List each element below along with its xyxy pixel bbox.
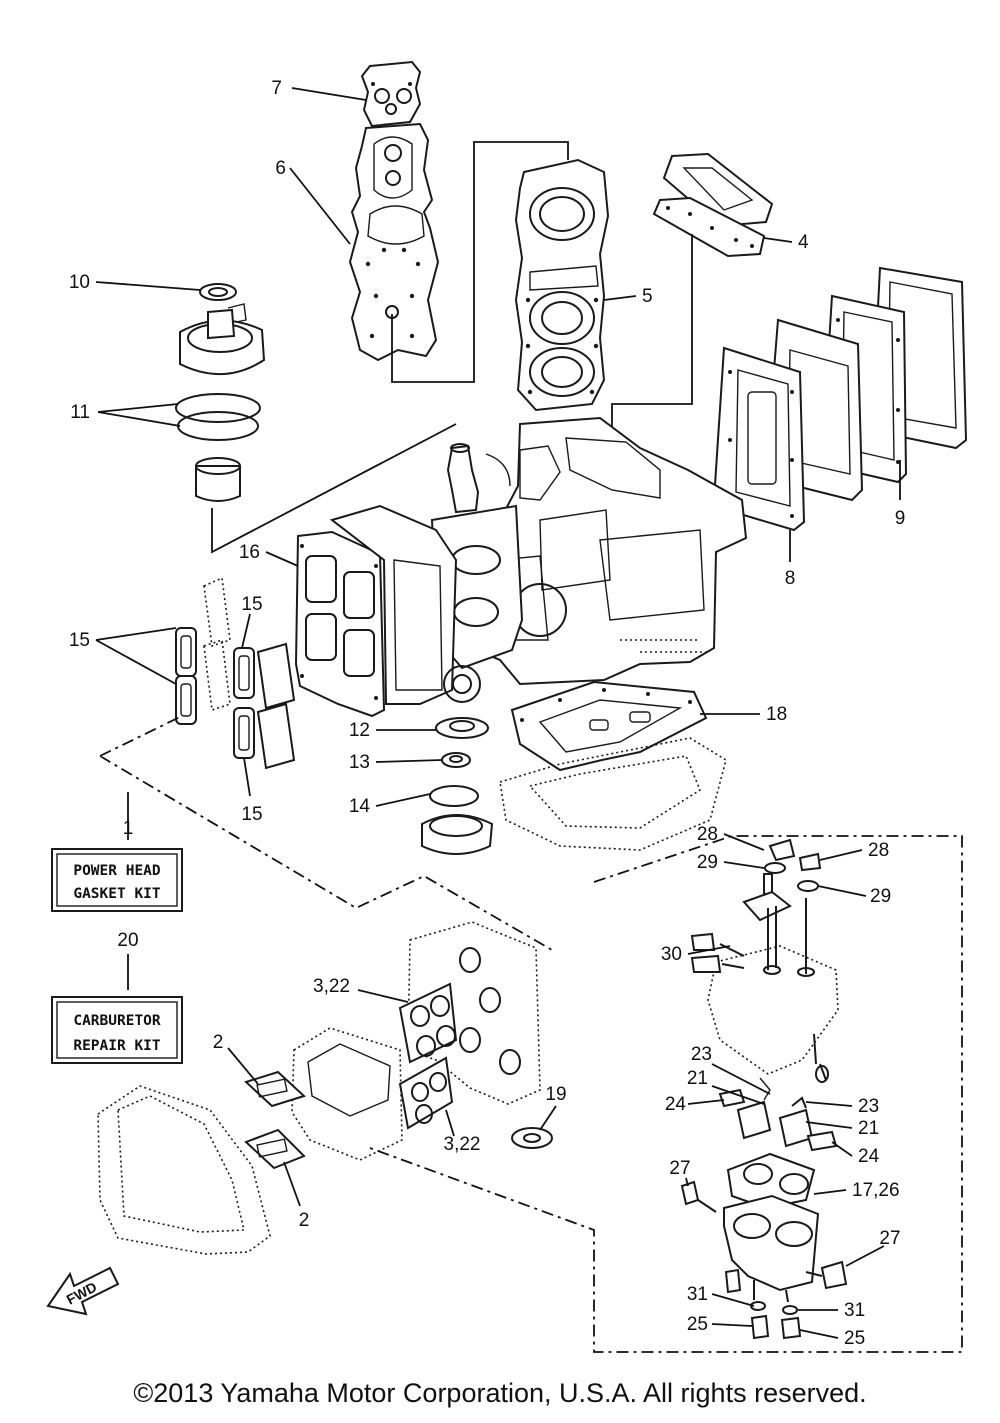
callout-29-left: 29: [697, 852, 718, 873]
kit-box-carburetor: CARBURETOR REPAIR KIT: [51, 996, 183, 1064]
assembly-line-cover: [611, 234, 693, 430]
callout-30: 30: [661, 944, 682, 965]
part-11-rings: [175, 393, 261, 441]
callout-8: 8: [785, 568, 796, 589]
part-13-seal: [441, 752, 471, 768]
part-5-cylinder-head: [514, 158, 610, 412]
callout-21-right: 21: [858, 1118, 879, 1139]
callout-7: 7: [271, 78, 282, 99]
copyright-notice: ©2013 Yamaha Motor Corporation, U.S.A. A…: [133, 1378, 867, 1408]
boundary-line-carburetor: [369, 835, 963, 1353]
part-3-22-throttle-plates: [398, 982, 458, 1130]
part-7-gasket: [360, 60, 422, 128]
callout-21-left: 21: [687, 1068, 708, 1089]
callout-25-left: 25: [687, 1314, 708, 1335]
callout-13: 13: [349, 752, 370, 773]
callout-2-lower: 2: [299, 1210, 310, 1231]
callout-29-right: 29: [870, 886, 891, 907]
boundary-line-powerhead: [99, 715, 553, 951]
fwd-arrow: FWD: [46, 1266, 120, 1316]
part-2-gaskets: [244, 1070, 306, 1170]
callout-10: 10: [69, 272, 90, 293]
part-10-oil-seal: [199, 283, 237, 301]
callout-23-left: 23: [691, 1044, 712, 1065]
kit-box-power-head: POWER HEAD GASKET KIT: [51, 848, 183, 912]
callout-18: 18: [766, 704, 787, 725]
lower-bearing-cap: [421, 814, 494, 855]
callout-1: 1: [123, 818, 134, 839]
callout-15-lower: 15: [241, 804, 262, 825]
crankcase-block: [468, 416, 748, 686]
callout-20: 20: [117, 930, 138, 951]
lower-casing: [499, 737, 727, 851]
part-19-plug: [511, 1127, 553, 1149]
callout-5: 5: [642, 286, 653, 307]
callout-28-left: 28: [697, 824, 718, 845]
callout-23-right: 23: [858, 1096, 879, 1117]
callout-15-upper: 15: [241, 594, 262, 615]
kit-carburetor-line2: REPAIR KIT: [73, 1038, 161, 1054]
part-4-cover-gasket: [652, 152, 774, 258]
callout-labels: 7 6 10 11 4 5 9 8 16 15 15 15 12 13 14 1…: [69, 78, 905, 1349]
callout-19: 19: [545, 1084, 566, 1105]
part-15-reed-valves: [175, 576, 296, 770]
callout-6: 6: [275, 158, 286, 179]
callout-24-left: 24: [665, 1094, 687, 1115]
callout-3-22-upper: 3,22: [313, 976, 350, 997]
callout-9: 9: [895, 508, 906, 529]
callout-3-22-lower: 3,22: [444, 1134, 481, 1155]
silencer-housing: [97, 1085, 271, 1255]
callout-25-right: 25: [844, 1328, 865, 1349]
callout-11: 11: [70, 402, 90, 423]
assembly-line-crank: [211, 423, 457, 554]
callout-28-right: 28: [868, 840, 889, 861]
part-14-o-ring: [429, 785, 479, 807]
part-6-head-gasket: [348, 122, 440, 362]
part-16-intake-gasket: [294, 504, 481, 718]
callout-14: 14: [349, 796, 371, 817]
leader-lines: [95, 87, 901, 1339]
callout-2-upper: 2: [213, 1032, 224, 1053]
callout-24-right: 24: [858, 1146, 880, 1167]
assembly-line-head: [391, 141, 569, 383]
callout-4: 4: [798, 232, 809, 253]
bearing-housing: [179, 303, 266, 375]
callout-27-right: 27: [879, 1228, 900, 1249]
callout-15-left: 15: [69, 630, 90, 651]
callout-17-26: 17,26: [852, 1180, 900, 1201]
bushing: [195, 457, 241, 502]
callout-16: 16: [239, 542, 260, 563]
callout-12: 12: [349, 720, 370, 741]
kit-carburetor-line1: CARBURETOR: [73, 1013, 161, 1029]
callout-31-left: 31: [687, 1284, 708, 1305]
part-12-oil-seal: [435, 717, 489, 739]
kit-power-head-line2: GASKET KIT: [73, 886, 161, 902]
kit-power-head-line1: POWER HEAD: [73, 863, 161, 879]
part-8-exhaust-cover: [712, 318, 864, 532]
float-bowl-assembly: [680, 838, 848, 1340]
part-18-base-gasket: [510, 680, 708, 772]
callout-31-right: 31: [844, 1300, 865, 1321]
callout-27-left: 27: [669, 1158, 690, 1179]
